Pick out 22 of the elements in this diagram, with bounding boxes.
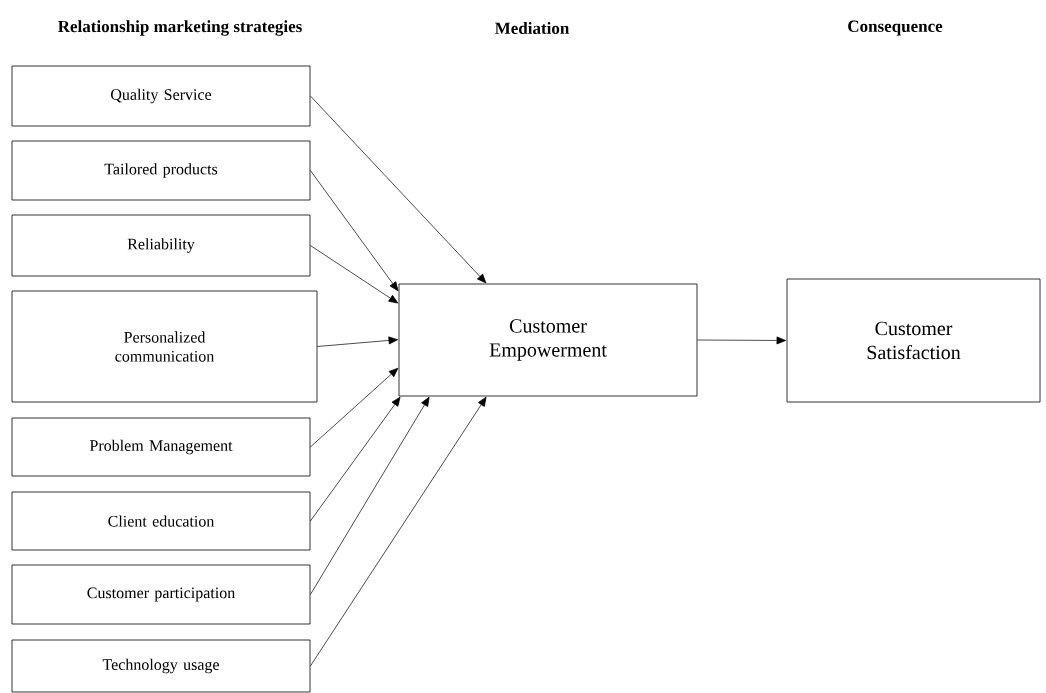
box: Tailored products xyxy=(11,140,311,201)
arrow xyxy=(310,396,430,595)
box: Quality Service xyxy=(11,65,311,127)
arrow xyxy=(310,245,399,304)
column-heading: Consequence xyxy=(848,20,943,36)
column-heading: Mediation xyxy=(495,22,570,34)
box: Technology usage xyxy=(11,639,311,693)
box: Customer Empowerment xyxy=(398,283,698,397)
box: Problem Management xyxy=(11,417,311,477)
column-heading: Relationship marketing strategies xyxy=(58,20,302,36)
arrow xyxy=(310,170,399,292)
arrow xyxy=(317,336,399,347)
arrow xyxy=(310,95,487,284)
box: Customer participation xyxy=(11,564,311,625)
box: Customer Satisfaction xyxy=(786,278,1041,403)
arrow xyxy=(310,367,399,448)
box: Reliability xyxy=(11,214,311,277)
arrow xyxy=(310,396,487,667)
box: Personalized communication xyxy=(11,290,318,403)
arrow xyxy=(697,336,786,345)
arrow xyxy=(310,396,401,522)
box: Client education xyxy=(11,491,311,551)
